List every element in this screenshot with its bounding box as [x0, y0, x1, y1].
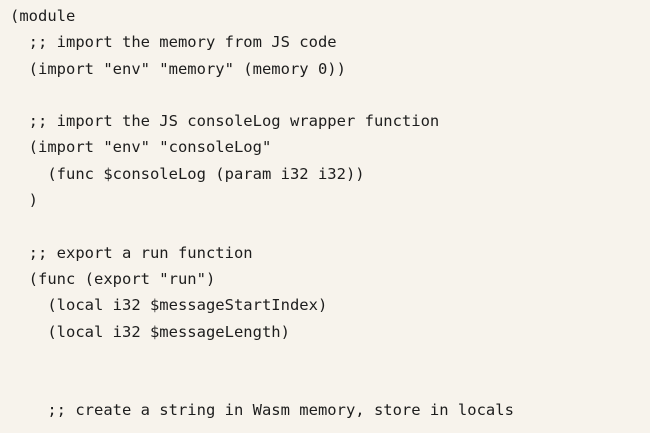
code-snippet-view: (module ;; import the memory from JS cod… — [10, 7, 514, 420]
code-block: (module ;; import the memory from JS cod… — [10, 7, 514, 420]
